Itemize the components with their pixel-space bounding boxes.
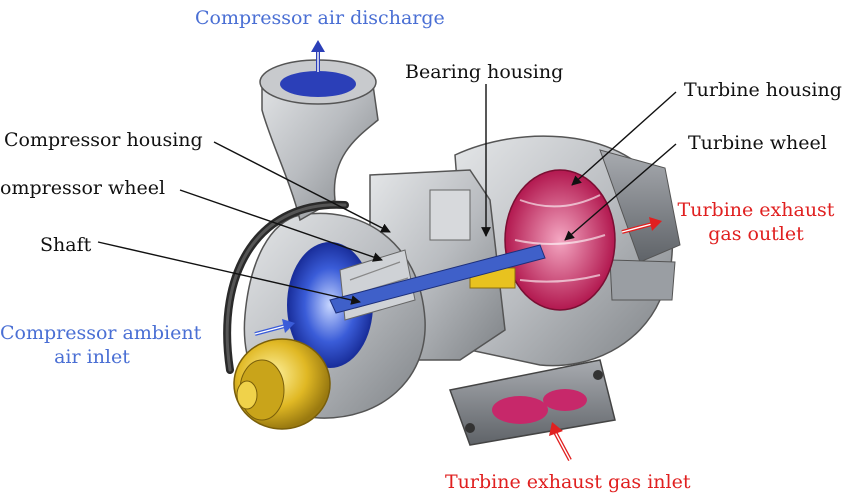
turbine-inlet-arrow xyxy=(549,422,572,461)
label-compressor-ambient-air-inlet-line2: air inlet xyxy=(54,346,130,368)
leader-turbine-wheel xyxy=(564,143,677,241)
label-compressor-air-discharge: Compressor air discharge xyxy=(195,7,445,29)
exhaust-inlet-flange-shape xyxy=(448,359,616,446)
label-compressor-wheel: ompressor wheel xyxy=(0,177,166,199)
label-turbine-exhaust-gas-outlet-line1: Turbine exhaust xyxy=(677,199,835,221)
label-turbine-exhaust-gas-outlet-line2: gas outlet xyxy=(708,223,804,245)
shaft-shape xyxy=(329,244,546,314)
label-bearing-housing: Bearing housing xyxy=(405,61,564,83)
compressor-discharge-arrow xyxy=(311,40,325,72)
leader-turbine-housing xyxy=(571,91,677,186)
label-turbine-exhaust-gas-inlet: Turbine exhaust gas inlet xyxy=(445,471,691,493)
compressor-inlet-arrow xyxy=(254,319,295,336)
turbine-outlet-arrow xyxy=(621,217,662,234)
leader-compressor-wheel xyxy=(179,189,383,262)
turbine-wheel-shape xyxy=(504,169,616,311)
wastegate-actuator-shape xyxy=(233,338,331,430)
leader-shaft xyxy=(97,241,361,305)
label-compressor-housing: Compressor housing xyxy=(4,129,203,151)
label-turbine-wheel: Turbine wheel xyxy=(688,132,827,154)
leader-compressor-housing xyxy=(213,141,391,233)
label-turbine-exhaust-gas-outlet: Turbine exhaust gas outlet xyxy=(676,198,836,246)
leader-lines xyxy=(97,84,677,305)
label-compressor-ambient-air-inlet: Compressor ambient air inlet xyxy=(0,321,202,369)
label-compressor-ambient-air-inlet-line1: Compressor ambient xyxy=(0,322,202,344)
actuator-line-shape xyxy=(223,200,349,374)
label-turbine-housing: Turbine housing xyxy=(684,79,842,101)
label-shaft: Shaft xyxy=(40,234,92,256)
